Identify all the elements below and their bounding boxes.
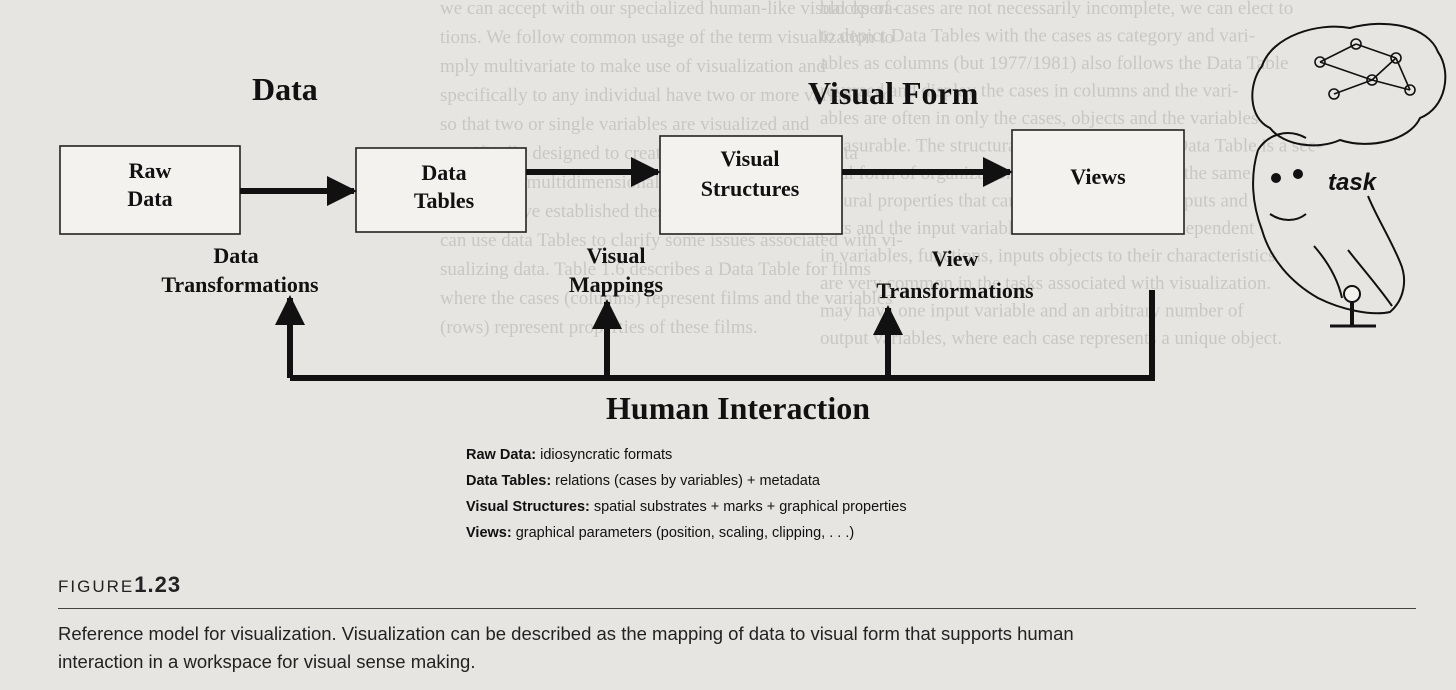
data-tables-box (355, 147, 527, 233)
view-transformations-label-line2: Transformations (876, 278, 1034, 303)
raw-data-box (59, 145, 241, 235)
figure-label: FIGURE1.23 (58, 572, 181, 598)
legend-row-views: Views: graphical parameters (position, s… (466, 525, 854, 541)
visual-mappings-label-line1: Visual (586, 243, 645, 268)
background-text-line: we can accept with our specialized human… (440, 0, 899, 19)
legend-row-raw-data: Raw Data: idiosyncratic formats (466, 447, 672, 463)
legend-term: Raw Data: (466, 447, 537, 463)
background-text-line: ables are often in only the cases, objec… (820, 108, 1258, 129)
visual-structures-label-line1: Visual (720, 146, 779, 171)
background-text-line: in variables, functions, inputs objects … (820, 246, 1275, 267)
visual-structures-label-line2: Structures (701, 176, 800, 201)
human-interaction-loop (290, 290, 1155, 381)
data-transformations-label-line1: Data (213, 243, 258, 268)
human-task-figure: task (1251, 22, 1447, 328)
legend-term: Visual Structures: (466, 499, 590, 515)
legend-desc: spatial substrates + marks + graphical p… (589, 499, 907, 515)
visual-mappings-label-line2: Mappings (569, 272, 664, 297)
visual-structures-box (659, 135, 843, 235)
data-tables-label-line2: Tables (414, 188, 475, 213)
figure-label-text: FIGURE (58, 577, 135, 596)
legend-term: Data Tables: (466, 473, 552, 489)
visual-form-heading: Visual Form (808, 75, 979, 111)
background-text-line: specifically to any individual have two … (440, 85, 892, 106)
legend-term: Views: (466, 525, 512, 541)
network-graph-icon (1314, 38, 1416, 100)
legend-desc: relations (cases by variables) + metadat… (551, 473, 820, 489)
background-text-line: mply multivariate to make use of visuali… (440, 56, 826, 77)
view-transformations-label-line1: View (932, 246, 979, 271)
raw-data-label-line1: Raw (129, 158, 172, 183)
background-text-line: are very common in the tasks associated … (820, 273, 1271, 294)
data-tables-label-line1: Data (421, 160, 466, 185)
human-interaction-label: Human Interaction (606, 390, 870, 426)
data-transformations-label-line2: Transformations (161, 272, 319, 297)
background-text-line: reversed and display the cases in column… (820, 81, 1238, 102)
background-text-line: can use data Tables to clarify some issu… (440, 230, 903, 251)
background-text-line: so that two or single variables are visu… (440, 114, 810, 135)
legend-desc: graphical parameters (position, scaling,… (511, 525, 855, 541)
background-text-line: sualizing data. Table 1.6 describes a Da… (440, 259, 871, 280)
legend-row-data-tables: Data Tables: relations (cases by variabl… (466, 473, 820, 489)
legend-row-visual-structures: Visual Structures: spatial substrates + … (466, 499, 907, 515)
background-text-line: tions. We follow common usage of the ter… (440, 27, 894, 48)
background-text-line: output variables, where each case repres… (820, 328, 1282, 349)
views-box (1011, 129, 1185, 235)
background-text-line: blocks of cases are not necessarily inco… (820, 0, 1293, 19)
legend-desc: idiosyncratic formats (536, 447, 673, 463)
background-text-line: to depict Data Tables with the cases as … (820, 26, 1255, 47)
figure-number: 1.23 (134, 572, 182, 597)
background-text-line: may have one input variable and an arbit… (820, 301, 1244, 322)
background-text-line: (rows) represent properties of these fil… (440, 317, 758, 338)
data-heading: Data (252, 71, 318, 107)
figure-caption: Reference model for visualization. Visua… (58, 623, 1074, 672)
raw-data-label-line2: Data (127, 186, 172, 211)
caption-divider (58, 608, 1416, 609)
background-text-line: ables as columns (but 1977/1981) also fo… (820, 53, 1288, 74)
views-label: Views (1070, 164, 1126, 189)
background-text-line: where the cases (columns) represent film… (440, 288, 893, 309)
task-label: task (1328, 169, 1378, 196)
